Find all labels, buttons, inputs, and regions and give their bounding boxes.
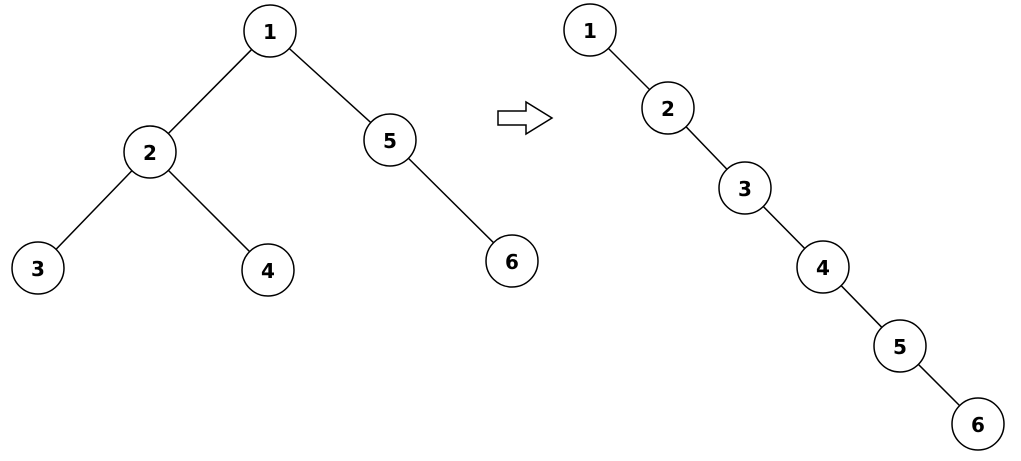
original-binary-tree-node-label-2: 2 [143, 141, 157, 165]
flattened-linked-list-node-3: 3 [718, 161, 772, 215]
original-binary-tree-node-label-1: 1 [263, 20, 277, 44]
original-binary-tree-node-label-4: 4 [261, 259, 275, 283]
flattened-linked-list-node-label-5: 5 [893, 335, 907, 359]
transform-arrow-icon [497, 100, 554, 136]
flattened-linked-list-node-circle-4 [796, 240, 850, 294]
flattened-linked-list-node-2: 2 [641, 81, 695, 135]
flattened-linked-list-node-label-3: 3 [738, 177, 752, 201]
flattened-linked-list-node-label-6: 6 [971, 413, 985, 437]
original-binary-tree-node-circle-4 [241, 243, 295, 297]
flattened-linked-list-node-label-1: 1 [583, 19, 597, 43]
flattened-linked-list-node-label-2: 2 [661, 97, 675, 121]
original-binary-tree-node-6: 6 [485, 234, 539, 288]
original-binary-tree: 1 2 5 3 4 6 [11, 4, 539, 297]
original-binary-tree-node-4: 4 [241, 243, 295, 297]
flattened-linked-list-node-circle-2 [641, 81, 695, 135]
original-binary-tree-node-3: 3 [11, 241, 65, 295]
flattened-linked-list: 1 2 3 4 5 6 [563, 3, 1005, 451]
flattened-linked-list-node-circle-5 [873, 319, 927, 373]
original-binary-tree-node-2: 2 [123, 125, 177, 179]
original-binary-tree-node-circle-2 [123, 125, 177, 179]
original-binary-tree-edge-2-4 [149, 151, 269, 271]
original-binary-tree-node-circle-6 [485, 234, 539, 288]
original-binary-tree-node-label-3: 3 [31, 257, 45, 281]
original-binary-tree-node-label-6: 6 [505, 250, 519, 274]
original-binary-tree-node-circle-5 [363, 113, 417, 167]
flattened-linked-list-node-circle-3 [718, 161, 772, 215]
flattened-linked-list-node-circle-1 [563, 3, 617, 57]
flattened-linked-list-node-6: 6 [951, 397, 1005, 451]
original-binary-tree-edge-2-3 [37, 151, 151, 269]
original-binary-tree-node-1: 1 [243, 4, 297, 58]
original-binary-tree-node-label-5: 5 [383, 129, 397, 153]
flattened-linked-list-node-label-4: 4 [816, 256, 830, 280]
flattened-linked-list-node-circle-6 [951, 397, 1005, 451]
flattened-linked-list-node-5: 5 [873, 319, 927, 373]
flattened-linked-list-node-1: 1 [563, 3, 617, 57]
original-binary-tree-node-circle-3 [11, 241, 65, 295]
original-binary-tree-edge-1-2 [149, 30, 271, 153]
original-binary-tree-edge-5-6 [389, 139, 513, 262]
original-binary-tree-node-5: 5 [363, 113, 417, 167]
original-binary-tree-node-circle-1 [243, 4, 297, 58]
original-binary-tree-edge-1-5 [269, 30, 391, 141]
flattened-linked-list-node-4: 4 [796, 240, 850, 294]
